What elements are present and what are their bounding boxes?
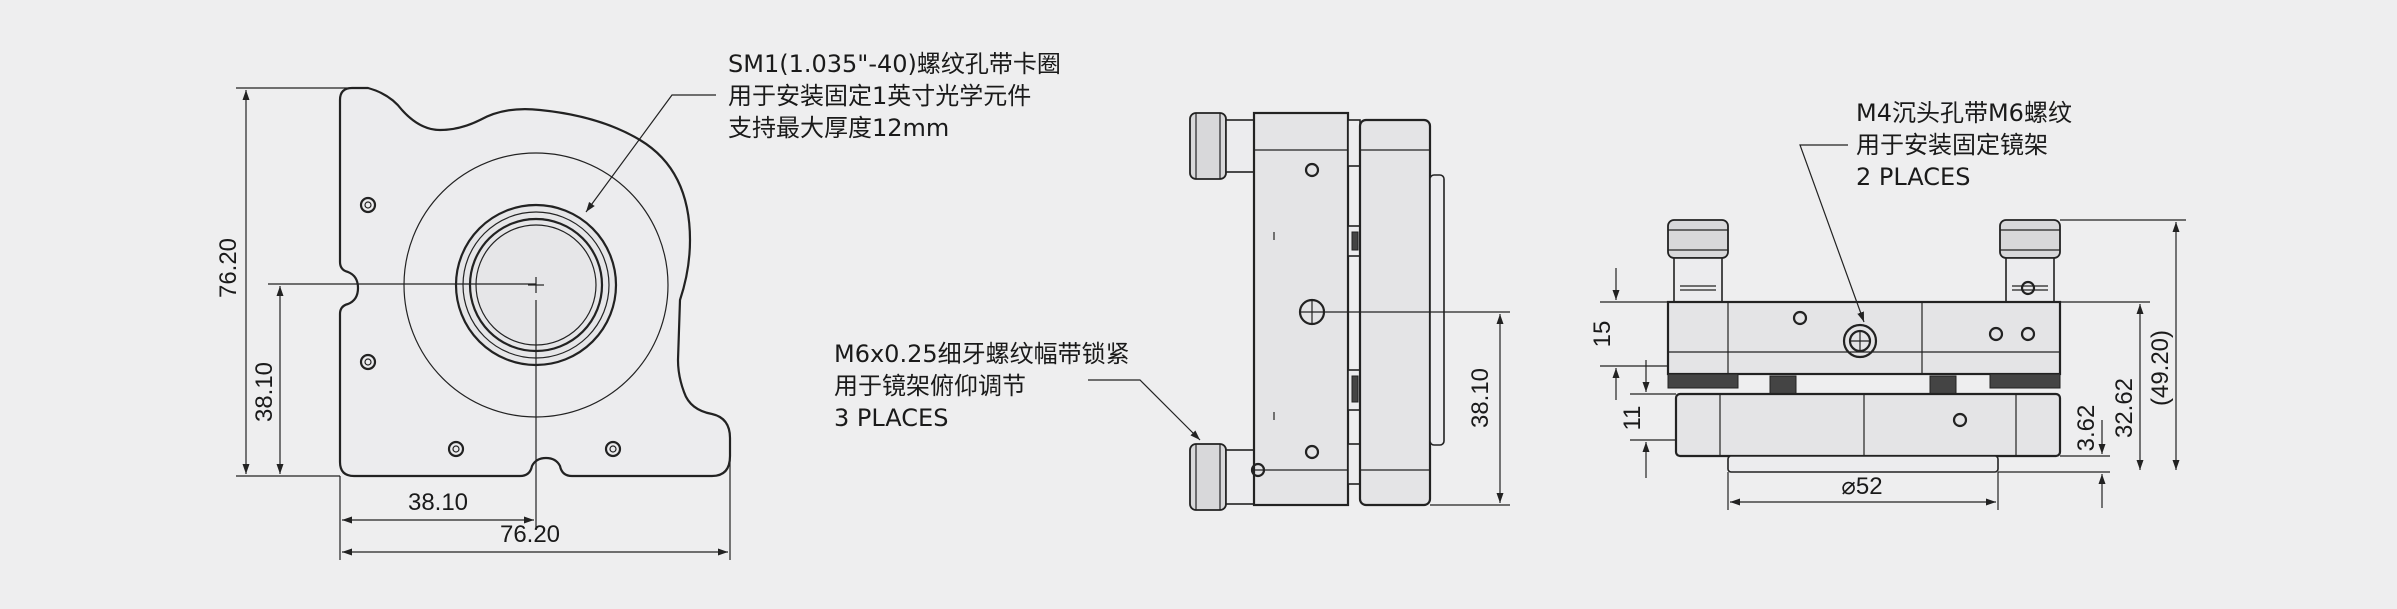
- m4-counterbore-hole: [1842, 323, 1878, 359]
- side-view: 38.10: [1189, 111, 1510, 511]
- dim-top-diameter: ⌀52: [1841, 473, 1882, 500]
- note-sm1-line2: 用于安装固定1英寸光学元件: [728, 82, 1031, 110]
- note-sm1-line1: SM1(1.035"-40)螺纹孔带卡圈: [728, 50, 1061, 78]
- sm1-callout: SM1(1.035"-40)螺纹孔带卡圈 用于安装固定1英寸光学元件 支持最大厚…: [585, 50, 1061, 213]
- note-m4-line1: M4沉头孔带M6螺纹: [1856, 99, 2072, 127]
- note-adjuster-line2: 用于镜架俯仰调节: [834, 372, 1026, 400]
- hole: [452, 445, 460, 453]
- front-view: 76.20 38.10 38.10 76.20: [215, 86, 732, 560]
- dim-top-15: 15: [1589, 321, 1616, 348]
- note-m4-line2: 用于安装固定镜架: [1856, 131, 2048, 159]
- top-front-plate: [1674, 392, 2062, 458]
- dim-top-11: 11: [1619, 406, 1646, 431]
- hole: [604, 440, 622, 458]
- adjuster-callout: M6x0.25细牙螺纹幅带锁紧 用于镜架俯仰调节 3 PLACES: [834, 340, 1201, 441]
- note-adjuster-line1: M6x0.25细牙螺纹幅带锁紧: [834, 340, 1130, 368]
- top-knob-right: [1999, 219, 2061, 259]
- top-rear-body: [1666, 300, 2062, 376]
- hole: [359, 353, 377, 371]
- dim-front-width: 76.20: [500, 521, 560, 548]
- note-sm1-line3: 支持最大厚度12mm: [728, 114, 949, 142]
- top-retaining-ring: [1727, 455, 1999, 473]
- hole: [609, 445, 617, 453]
- hole: [447, 440, 465, 458]
- note-adjuster-line3: 3 PLACES: [834, 404, 948, 432]
- hole: [364, 358, 372, 366]
- dim-front-height: 76.20: [215, 238, 242, 298]
- dim-side-center-height: 38.10: [1467, 368, 1494, 428]
- top-knob-left: [1667, 219, 1729, 259]
- top-view: 15 11 3.62 32.62 (49.20) ⌀52: [1589, 219, 2186, 510]
- dim-front-center-x: 38.10: [408, 489, 468, 516]
- dim-top-3-62: 3.62: [2073, 405, 2100, 452]
- note-m4-line3: 2 PLACES: [1856, 163, 1970, 191]
- m4-callout: M4沉头孔带M6螺纹 用于安装固定镜架 2 PLACES: [1799, 99, 2072, 323]
- retaining-ring-side: [1429, 174, 1445, 446]
- dim-front-center-y: 38.10: [251, 362, 278, 422]
- hole: [364, 201, 372, 209]
- mounting-holes: [359, 196, 622, 458]
- dim-top-49-20: (49.20): [2147, 330, 2174, 406]
- dim-top-32-62: 32.62: [2111, 378, 2138, 438]
- hole: [359, 196, 377, 214]
